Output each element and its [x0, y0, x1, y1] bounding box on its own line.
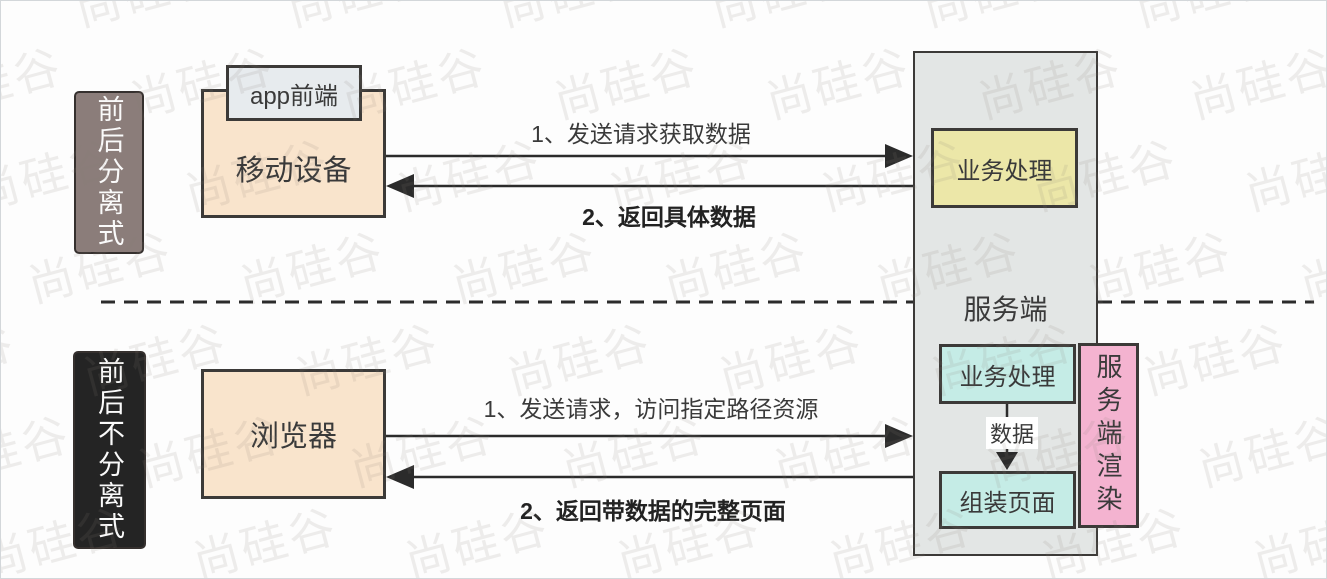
arrowhead-top-request: [885, 144, 913, 168]
arrowhead-data-down: [996, 452, 1018, 470]
caption-top-response: 2、返回具体数据: [582, 204, 756, 230]
business-processing-box-top: 业务处理: [931, 128, 1078, 208]
arrowhead-bottom-request: [885, 424, 913, 448]
business-processing-box-bottom: 业务处理: [939, 344, 1076, 404]
caption-top-request: 1、发送请求获取数据: [531, 121, 751, 147]
arrowhead-top-response: [386, 174, 414, 198]
caption-bottom-request: 1、发送请求，访问指定路径资源: [483, 396, 819, 422]
arrowhead-bottom-response: [386, 465, 414, 489]
server-title: 服务端: [963, 294, 1048, 325]
app-frontend-box: app前端: [226, 65, 362, 121]
assemble-page-box: 组装页面: [939, 471, 1076, 529]
section-label-separated: 前后分离式: [74, 91, 144, 254]
caption-bottom-response: 2、返回带数据的完整页面: [520, 498, 786, 524]
section-label-not-separated: 前后不分离式: [73, 351, 146, 549]
data-label: 数据: [986, 417, 1039, 449]
browser-box: 浏览器: [201, 369, 386, 499]
server-side-rendering-box: 服务端渲染: [1078, 343, 1139, 528]
